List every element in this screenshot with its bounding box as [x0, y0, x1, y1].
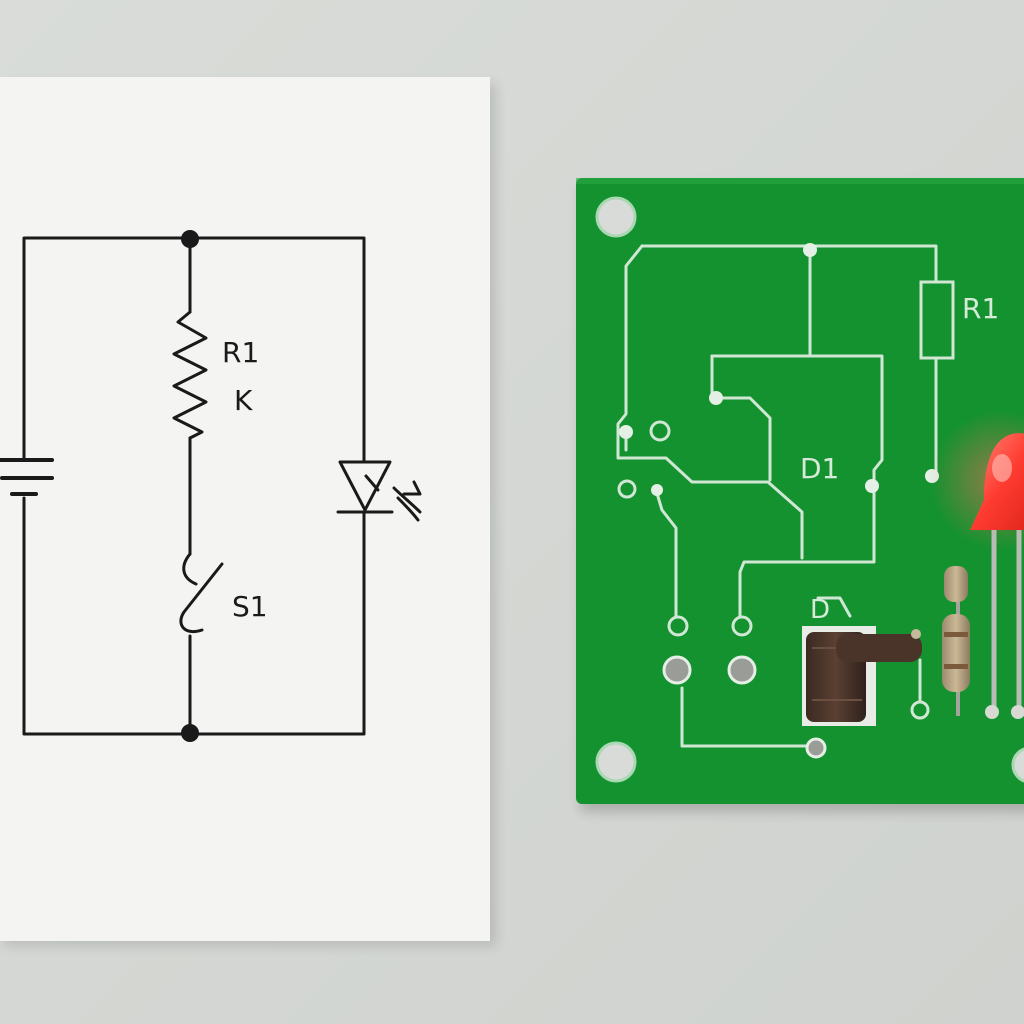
pcb-pad-large-right: [727, 655, 757, 685]
schematic-junctions: [181, 230, 199, 742]
pcb-d1-label: D1: [800, 452, 839, 485]
mounting-hole-bottom-left: [595, 741, 637, 783]
schematic-drawing: [0, 236, 422, 736]
led-emission-arrows: [364, 474, 422, 522]
schematic-k-label: K: [234, 384, 253, 417]
led-symbol: [338, 460, 392, 512]
pcb-traces: [616, 244, 938, 748]
pcb-r1-label: R1: [962, 292, 999, 325]
mounting-hole-bottom-right: [1011, 747, 1024, 783]
schematic-r1-label: R1: [222, 336, 259, 369]
switch-symbol: [179, 552, 224, 633]
pcb-pad-large-left: [662, 655, 692, 685]
junction-dot-bottom: [181, 724, 199, 742]
resistor-component: [942, 566, 970, 716]
pcb-pads: [617, 243, 939, 759]
resistor-symbol: [172, 310, 208, 440]
schematic-s1-label: S1: [232, 590, 268, 623]
led-component: [930, 410, 1024, 719]
schematic-paper: [0, 77, 496, 946]
pcb-resistor-footprint: [919, 280, 955, 360]
mounting-holes: [595, 196, 1024, 783]
junction-dot-top: [181, 230, 199, 248]
mounting-hole-top-left: [595, 196, 637, 238]
pcb-d-marker: D: [810, 595, 830, 625]
capacitor-component: [802, 626, 922, 726]
